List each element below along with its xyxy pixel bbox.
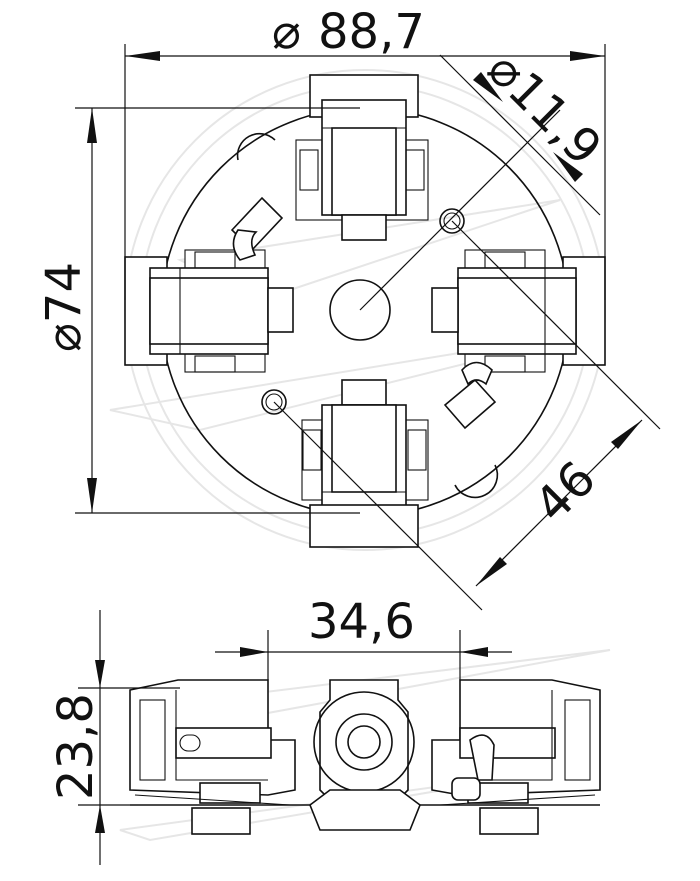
dim-plate-diameter-label: ⌀74	[36, 262, 92, 352]
center-bore	[329, 279, 391, 341]
dim-outer-diameter-symbol: ⌀	[272, 4, 301, 60]
brush-holder-bottom	[301, 379, 429, 548]
mounting-hole	[265, 393, 283, 411]
mounting-hole	[261, 389, 287, 415]
mounting-hole	[443, 212, 461, 230]
top-view	[75, 44, 661, 611]
side-center-holder	[309, 679, 421, 831]
dim-outer-diameter: 88,7	[318, 4, 425, 60]
dim-hole-spacing: 46	[524, 451, 607, 534]
mounting-hole	[439, 208, 465, 234]
side-brush-holder-left	[129, 679, 296, 835]
dim-brush-spacing: 34,6	[308, 594, 415, 650]
dim-height: 23,8	[48, 693, 104, 800]
side-brush-holder-right	[431, 679, 601, 835]
plate-notch	[236, 132, 276, 161]
dim-plate-diameter-symbol: ⌀	[36, 323, 92, 352]
plate-notch	[454, 464, 499, 499]
dim-plate-diameter: 74	[36, 262, 92, 323]
side-spring-clip	[451, 734, 495, 801]
brush-holder-left	[124, 249, 294, 373]
spring-clip	[230, 196, 284, 261]
spring-clip	[443, 361, 497, 430]
side-view	[78, 610, 601, 865]
brush-holder-top	[295, 74, 429, 241]
brush-holder-right	[431, 249, 606, 373]
